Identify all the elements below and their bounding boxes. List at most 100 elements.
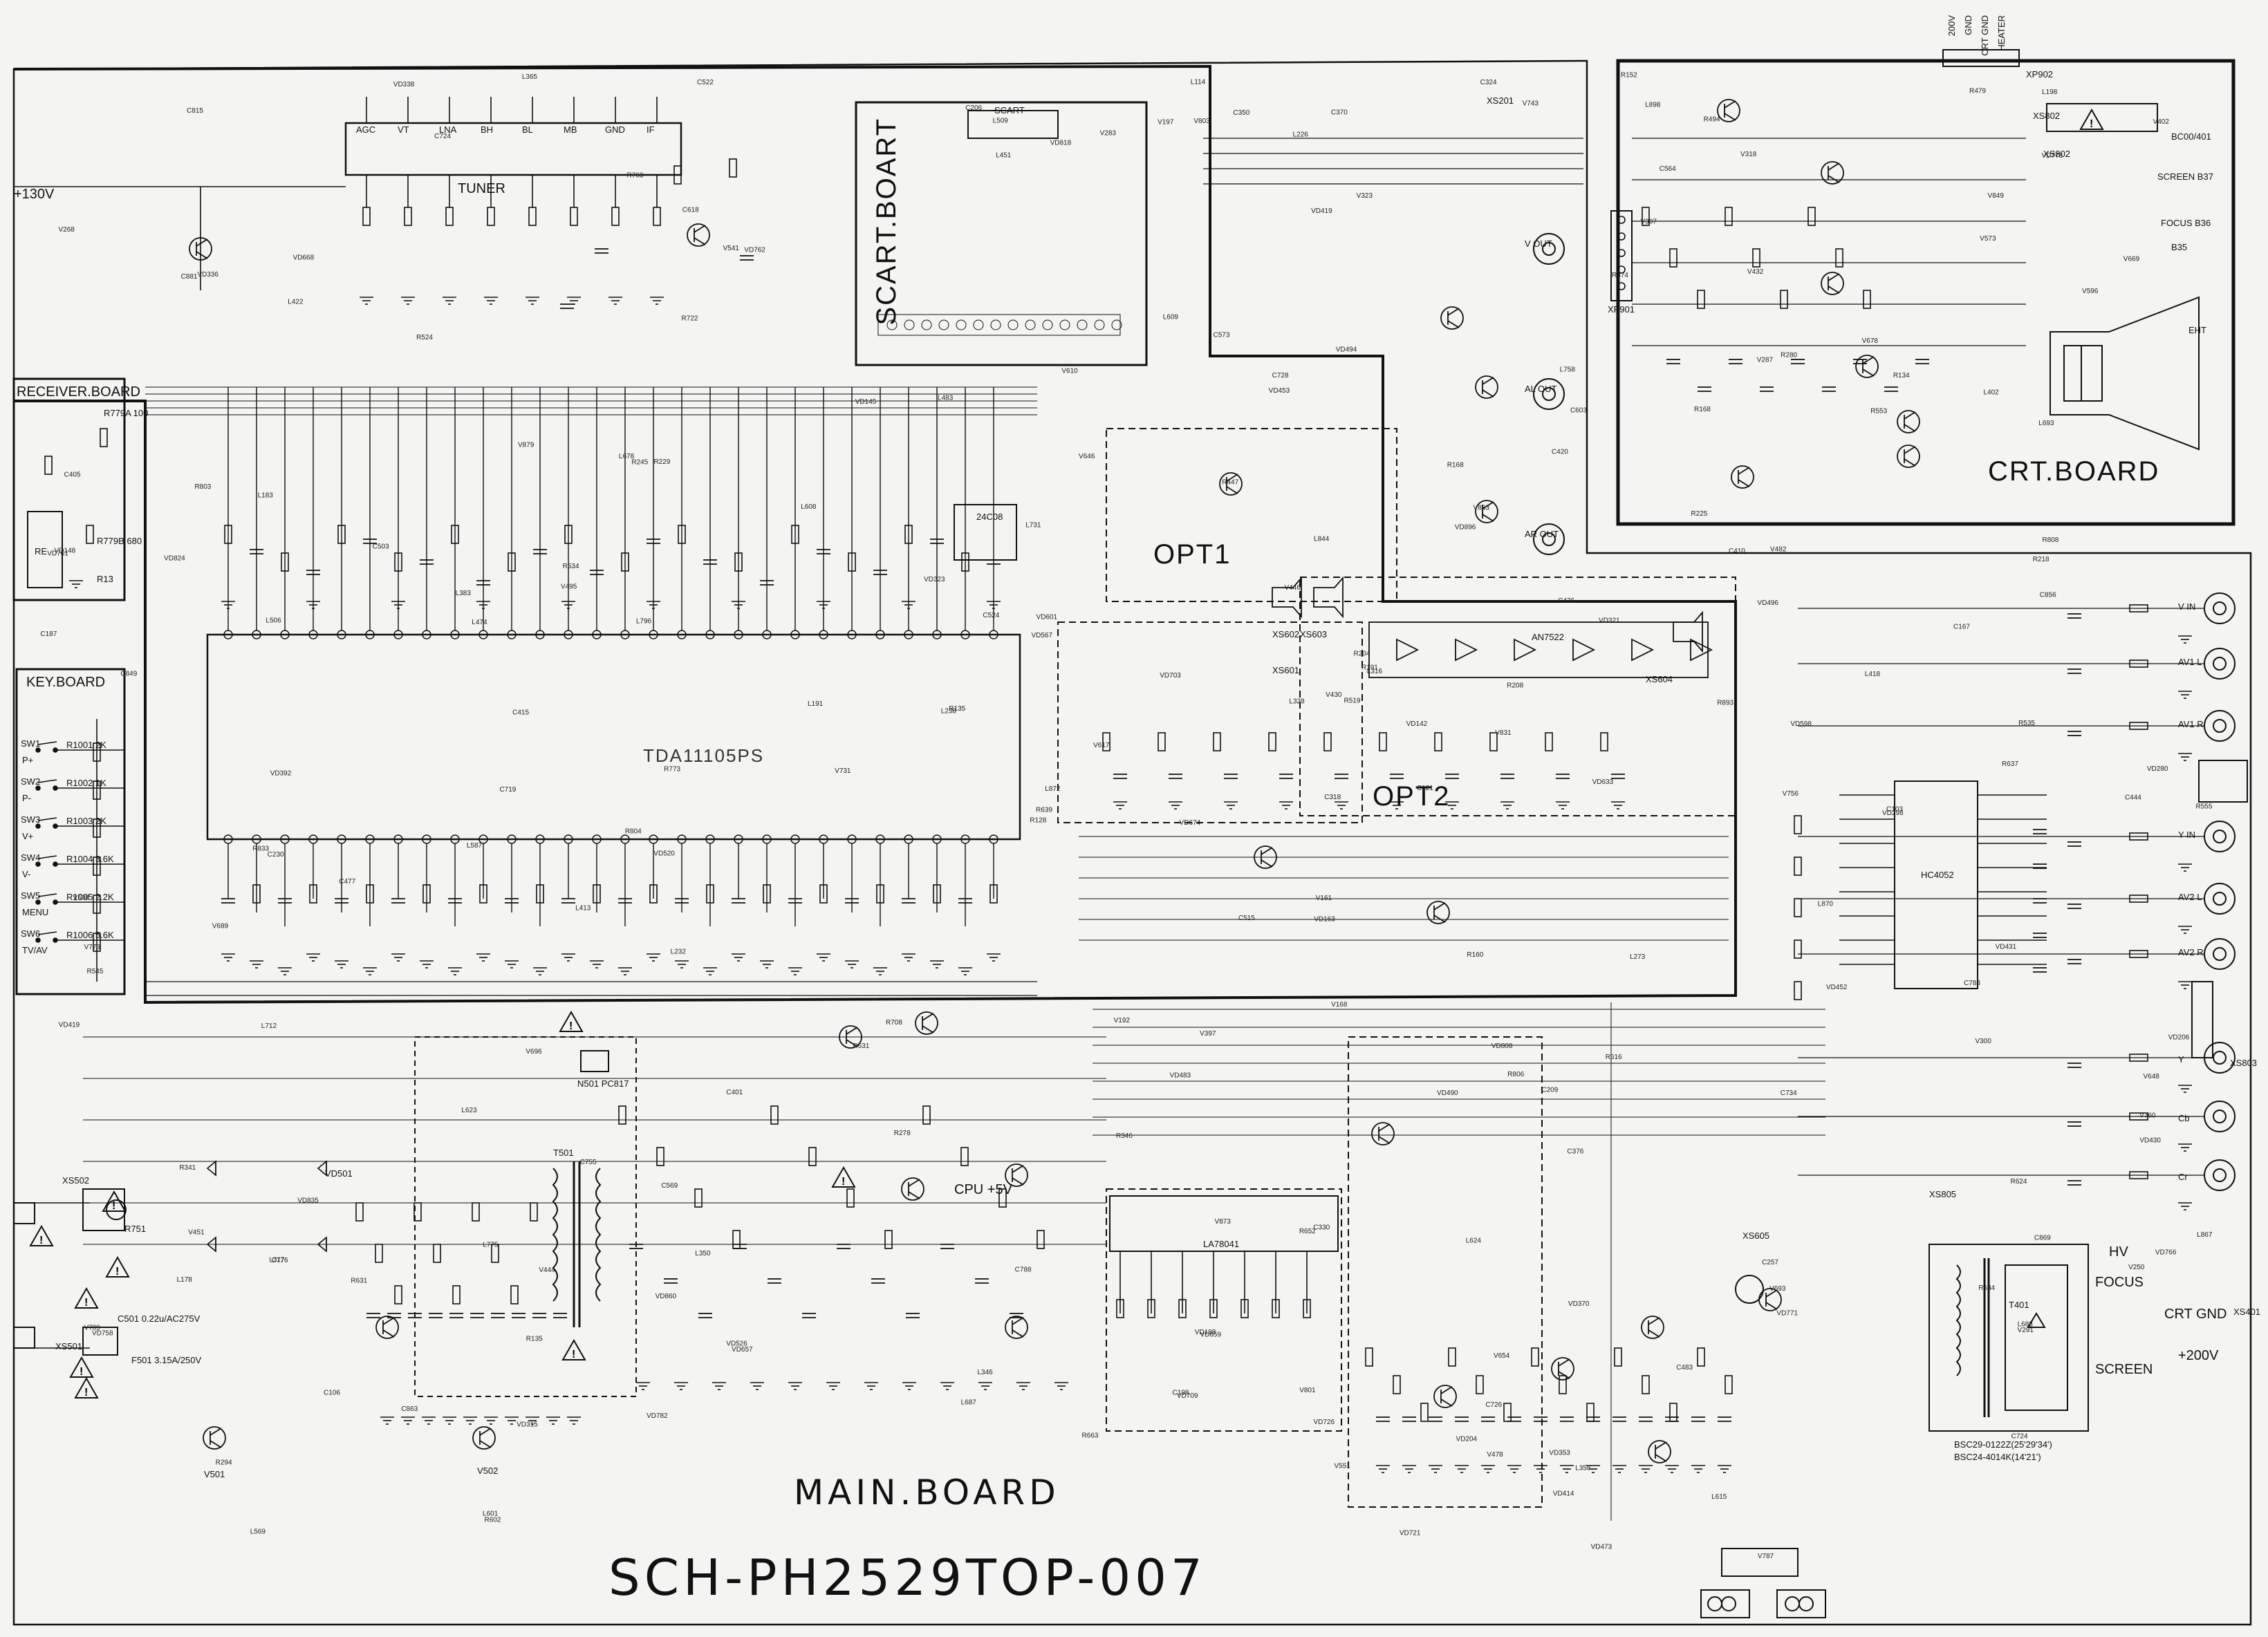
crt-board-label: BC00/401 [2171,131,2211,142]
svg-text:V654: V654 [1494,1352,1510,1360]
drawing-number: SCH-PH2529TOP-007 [608,1549,1207,1607]
svg-text:C324: C324 [1480,79,1497,86]
svg-text:V863: V863 [1474,504,1490,512]
svg-text:V478: V478 [1487,1451,1503,1459]
receiver-part-label: R779B 680 [97,536,142,546]
svg-text:C724: C724 [2011,1433,2028,1441]
wiring [14,49,2204,1521]
svg-text:C815: C815 [187,107,203,115]
svg-text:C167: C167 [1953,623,1970,630]
key-resistor-label: R1006 5.6K [66,930,114,940]
svg-text:VD808: VD808 [1491,1042,1513,1050]
svg-text:C881: C881 [181,273,198,281]
svg-text:L844: L844 [1314,536,1330,543]
svg-text:R524: R524 [416,334,433,342]
svg-text:L183: L183 [258,492,274,500]
key-switch-label: SW6 [21,928,41,939]
svg-text:VD145: VD145 [855,398,877,406]
svg-text:!: ! [115,1266,119,1278]
svg-text:C755: C755 [580,1159,597,1166]
svg-text:R278: R278 [894,1130,911,1137]
vert-amp-label: LA78041 [1203,1239,1240,1249]
svg-text:C776: C776 [272,1257,288,1264]
jack-label: Cb [2178,1113,2190,1123]
main-ic-label: TDA11105PS [643,745,765,766]
svg-text:R637: R637 [2002,760,2018,768]
warning-triangles: !!!!!!!!!! [29,108,2104,1399]
svg-text:VD323: VD323 [924,576,945,583]
key-function-label: TV/AV [22,945,48,955]
svg-text:R229: R229 [653,458,670,466]
svg-text:C515: C515 [1238,915,1255,922]
power-part-label: XS502 [62,1175,90,1186]
svg-text:VD336: VD336 [197,271,219,279]
svg-text:R804: R804 [625,828,642,836]
svg-text:C524: C524 [983,612,999,619]
crt-board-label: XP902 [2026,69,2054,79]
svg-text:!: ! [2090,118,2093,130]
svg-text:L483: L483 [938,395,954,402]
svg-text:R280: R280 [1781,351,1797,359]
tuner-pin-label: IF [647,124,655,135]
mains-plug [14,1199,127,1349]
svg-text:VD315: VD315 [517,1421,538,1429]
svg-text:L198: L198 [2042,88,2058,96]
svg-text:R208: R208 [1507,682,1523,690]
svg-text:!: ! [80,1366,83,1378]
svg-text:V873: V873 [1215,1218,1231,1226]
mux-chip [1894,780,1978,989]
svg-text:V318: V318 [1740,151,1757,158]
svg-text:L383: L383 [456,590,472,597]
svg-text:C330: C330 [1313,1224,1330,1232]
svg-text:V803: V803 [1193,118,1210,125]
svg-text:VD761: VD761 [47,550,68,557]
audio-amp-label: AN7522 [1532,632,1564,642]
receiver-part-label: RE [35,546,48,556]
svg-text:L365: L365 [522,73,538,81]
svg-text:C401: C401 [726,1089,743,1096]
key-switch-label: SW1 [21,738,41,749]
svg-text:R341: R341 [179,1164,196,1172]
svg-text:R806: R806 [1507,1071,1524,1078]
svg-text:L226: L226 [1293,131,1309,138]
svg-text:V731: V731 [835,767,851,775]
svg-text:R773: R773 [664,766,680,774]
svg-text:VD782: VD782 [647,1412,668,1420]
svg-text:R553: R553 [1870,408,1887,415]
svg-text:VD419: VD419 [59,1022,80,1029]
svg-text:L506: L506 [266,617,281,625]
svg-text:L474: L474 [472,619,487,626]
svg-text:L350: L350 [695,1250,711,1257]
svg-text:C198: C198 [1173,1389,1189,1396]
svg-text:VD657: VD657 [732,1346,753,1354]
mux-label: HC4052 [1921,870,1954,880]
connector-label: XS602 [1272,629,1300,639]
connector-label: XS803 [2230,1058,2258,1068]
svg-text:V192: V192 [1114,1017,1131,1025]
svg-text:VD771: VD771 [1776,1310,1798,1318]
receiver-part-label: R779A 100 [104,408,149,418]
svg-text:C410: C410 [1729,548,1745,555]
crt-board-label: XS802 [2043,149,2071,159]
svg-text:C209: C209 [1541,1087,1558,1094]
svg-text:L693: L693 [2038,420,2054,427]
power-transformer [552,1161,602,1327]
svg-text:C257: C257 [1762,1259,1778,1266]
svg-text:VD860: VD860 [656,1293,677,1300]
receiver-board-title: RECEIVER.BOARD [17,384,140,400]
svg-text:V432: V432 [1747,268,1764,276]
svg-text:V646: V646 [1079,453,1095,460]
svg-text:R624: R624 [2011,1178,2027,1186]
key-switch-label: SW3 [21,814,41,825]
svg-text:R374: R374 [1612,272,1628,279]
svg-text:R204: R204 [1353,651,1370,658]
svg-text:VD321: VD321 [1599,617,1620,625]
svg-text:V789: V789 [84,1324,100,1331]
svg-text:R245: R245 [631,458,648,466]
crt-board-label: B35 [2171,242,2188,252]
svg-text:L609: L609 [1163,314,1179,321]
svg-text:R555: R555 [2196,803,2213,811]
svg-text:C788: C788 [1964,980,1980,987]
svg-text:C863: C863 [401,1405,418,1413]
